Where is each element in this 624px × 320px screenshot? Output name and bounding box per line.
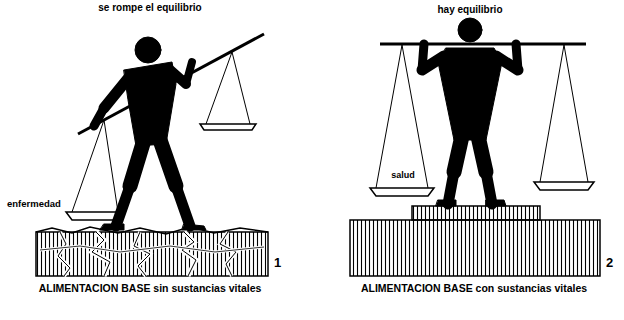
illustration-part — [100, 224, 124, 230]
illustration-part — [370, 188, 434, 196]
illustration-part — [182, 232, 196, 276]
illustration-part — [438, 48, 502, 140]
callout-number: 1 — [274, 256, 281, 271]
illustration-part — [412, 206, 540, 220]
illustration-part — [350, 220, 600, 276]
solid-ground — [350, 206, 600, 276]
illustration-part — [564, 45, 588, 182]
illustration-part — [186, 62, 192, 84]
illustration-part — [92, 232, 110, 276]
man-silhouette — [94, 37, 206, 230]
illustration-part — [160, 140, 176, 186]
illustration-part — [454, 136, 462, 172]
illustration-part — [380, 43, 586, 46]
heading: hay equilibrio — [350, 4, 590, 16]
illustration-part — [534, 182, 594, 190]
pan-label: salud — [382, 170, 424, 180]
illustration-part — [458, 18, 482, 42]
illustration-part — [135, 37, 161, 63]
broken-ground — [36, 227, 268, 276]
illustration-part — [220, 232, 236, 276]
illustration-part — [40, 246, 264, 252]
pan-label: enfermedad — [6, 199, 62, 210]
illustration-part — [182, 232, 196, 276]
tilted-scale — [66, 34, 264, 220]
illustration-part — [486, 172, 492, 204]
man-silhouette — [422, 18, 518, 206]
callout-number: 2 — [606, 256, 613, 271]
illustration-part — [516, 44, 518, 70]
illustration-part — [36, 227, 268, 234]
illustration-part — [104, 120, 118, 212]
illustration-part — [200, 124, 256, 130]
illustration-part — [58, 232, 70, 276]
illustration-part — [436, 200, 456, 206]
illustration-part — [448, 172, 454, 204]
illustration-part — [232, 52, 250, 124]
illustration-part — [104, 76, 130, 108]
illustration-part — [540, 45, 564, 182]
caption: ALIMENTACION BASE sin sustancias vitales — [35, 282, 265, 294]
illustration-part — [134, 232, 150, 276]
illustration-part — [220, 232, 236, 276]
illustration-part — [94, 108, 104, 126]
illustration-part — [40, 246, 264, 252]
illustration-part — [176, 186, 190, 226]
illustration-part — [402, 45, 428, 188]
illustration-part — [422, 44, 424, 70]
illustration-part — [92, 232, 110, 276]
illustration-part — [376, 45, 402, 188]
illustration-part — [58, 232, 70, 276]
illustration-part — [182, 224, 206, 230]
illustration-part — [36, 232, 268, 276]
illustration-part — [134, 232, 150, 276]
illustration-part — [72, 120, 104, 212]
illustration-part — [130, 140, 144, 186]
illustration-part — [486, 200, 506, 206]
caption: ALIMENTACION BASE con sustancias vitales — [359, 282, 589, 294]
illustration-part — [206, 52, 232, 124]
heading: se rompe el equilibrio — [30, 2, 270, 14]
illustration-part — [116, 186, 130, 226]
illustration-part — [478, 136, 486, 172]
